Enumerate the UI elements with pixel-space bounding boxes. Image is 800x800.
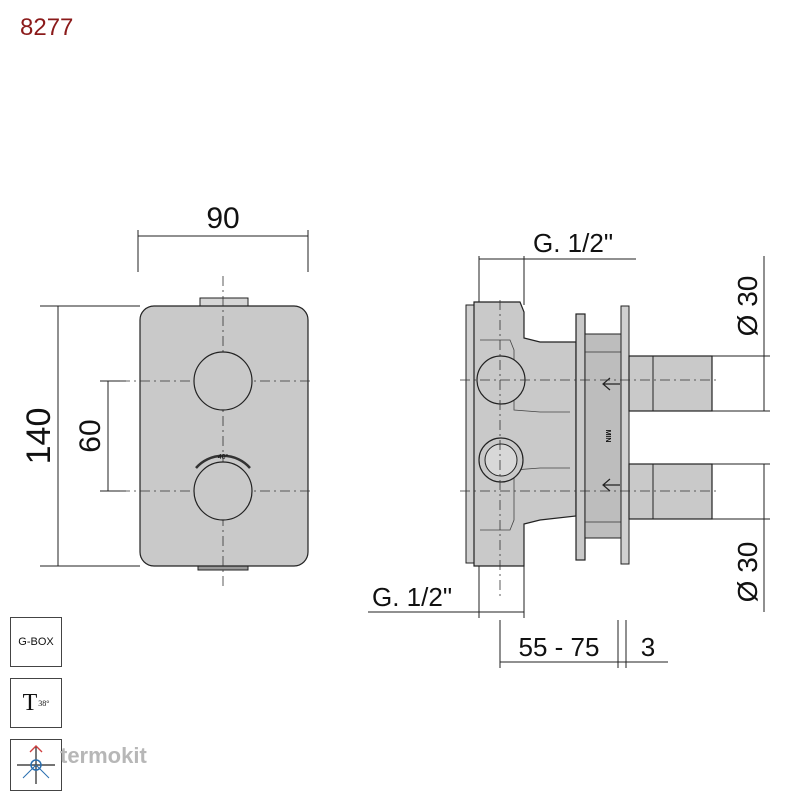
watermark-text: termokit [60,743,147,768]
temperature-mark: 40° [218,453,229,461]
thermo-value: 38° [38,698,50,708]
height-dimension: 140 [20,408,58,465]
top-thread-dimension: G. 1/2" [533,228,613,258]
cover-plate [139,305,309,567]
valve-body [473,301,577,567]
lower-knob-side [628,463,713,520]
thermostat-knob [193,461,253,521]
depth-dimension: 55 - 75 [519,632,600,662]
thermo-letter: T [22,689,38,716]
gbox-badge: G-BOX [10,617,62,667]
spacing-dimension: 60 [74,419,107,452]
diverter-knob [193,351,253,411]
bottom-diameter-dimension: Ø 30 [732,542,763,603]
top-diameter-dimension: Ø 30 [732,276,763,337]
upper-knob-side [628,355,713,412]
diverter-badge [10,739,62,791]
side-view: G. 1/2" MIN [368,228,770,668]
plate-thickness-dimension: 3 [641,632,655,662]
product-code: 8277 [20,14,74,41]
width-dimension: 90 [206,202,239,235]
bottom-thread-dimension: G. 1/2" [372,582,452,612]
diverter-icon [17,745,55,784]
front-view: 90 140 60 40° [20,202,310,590]
gbox-label: G-BOX [18,636,54,648]
cartridge-mark: MIN [604,430,611,443]
